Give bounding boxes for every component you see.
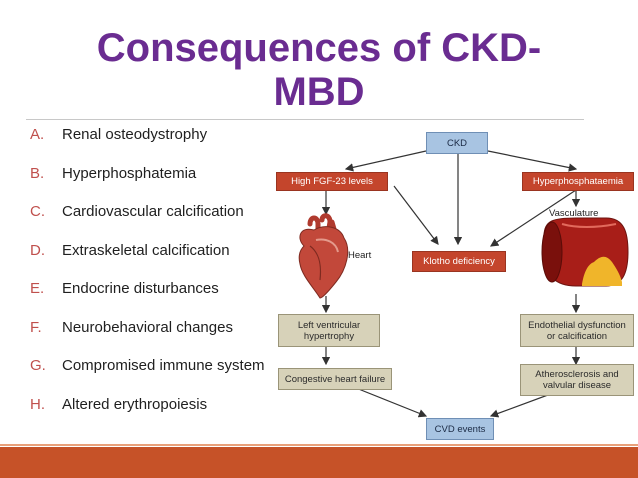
list-letter: C.	[30, 203, 45, 220]
cvd-events-box: CVD events	[426, 418, 494, 440]
list-letter: G.	[30, 357, 46, 374]
list-letter: E.	[30, 280, 45, 297]
title-divider	[26, 119, 584, 120]
list-letter: B.	[30, 164, 45, 182]
slide-title: Consequences of CKD- MBD	[0, 26, 638, 114]
heart-label: Heart	[348, 250, 372, 261]
list-text: Endocrine disturbances	[62, 280, 219, 297]
heart-illustration	[298, 213, 349, 299]
list-letter: H.	[30, 395, 45, 413]
ckd-box: CKD	[426, 132, 488, 154]
list-text: Neurobehavioral changes	[62, 318, 233, 336]
lvh-box: Left ventricular hypertrophy	[278, 314, 380, 347]
list-text: Cardiovascular calcification	[62, 203, 244, 220]
list-letter: A.	[30, 126, 45, 143]
list-letter: F.	[30, 318, 42, 336]
footer-bar	[0, 447, 638, 478]
klotho-box: Klotho deficiency	[412, 251, 506, 272]
list-letter: D.	[30, 241, 45, 259]
arrow-chf-to-cvd	[355, 387, 428, 418]
list-text: Hyperphosphatemia	[62, 164, 197, 182]
slide-title-line-1: Consequences of CKD-	[96, 26, 542, 70]
ckd-mbd-diagram: CKD High FGF-23 levels Hyperphosphataemi…	[276, 124, 638, 444]
arrow-athero-to-cvd	[489, 391, 557, 418]
arrow-ckd-to-hyperphos	[487, 150, 578, 172]
lvh-line-1: Left ventricular	[297, 319, 361, 331]
slide-title-line-2: MBD	[273, 70, 365, 114]
arrow-fgf23-to-klotho	[393, 185, 439, 245]
diagram-arrows	[298, 150, 629, 418]
endothelial-box: Endothelial dysfunction or calcification	[520, 314, 634, 347]
lvh-line-2: hypertrophy	[303, 330, 355, 342]
vasculature-label: Vasculature	[549, 208, 599, 219]
endothelial-line-1: Endothelial dysfunction	[528, 319, 626, 331]
vessel-illustration	[541, 217, 629, 287]
list-text: Renal osteodystrophy	[62, 126, 208, 143]
list-text: Altered erythropoiesis	[62, 395, 208, 413]
athero-line-1: Atherosclerosis and	[535, 369, 619, 380]
list-text: Compromised immune system	[62, 357, 265, 374]
chf-box: Congestive heart failure	[278, 368, 392, 390]
footer-accent-line	[0, 444, 638, 446]
endothelial-line-2: or calcification	[546, 330, 608, 342]
athero-box: Atherosclerosis and valvular disease	[520, 364, 634, 396]
athero-line-2: valvular disease	[542, 380, 612, 391]
list-text: Extraskeletal calcification	[62, 241, 230, 259]
fgf23-box: High FGF-23 levels	[276, 172, 388, 191]
hyperphos-box: Hyperphosphataemia	[522, 172, 634, 191]
arrow-hyperphos-to-klotho	[489, 189, 577, 247]
arrow-ckd-to-fgf23	[344, 150, 427, 172]
